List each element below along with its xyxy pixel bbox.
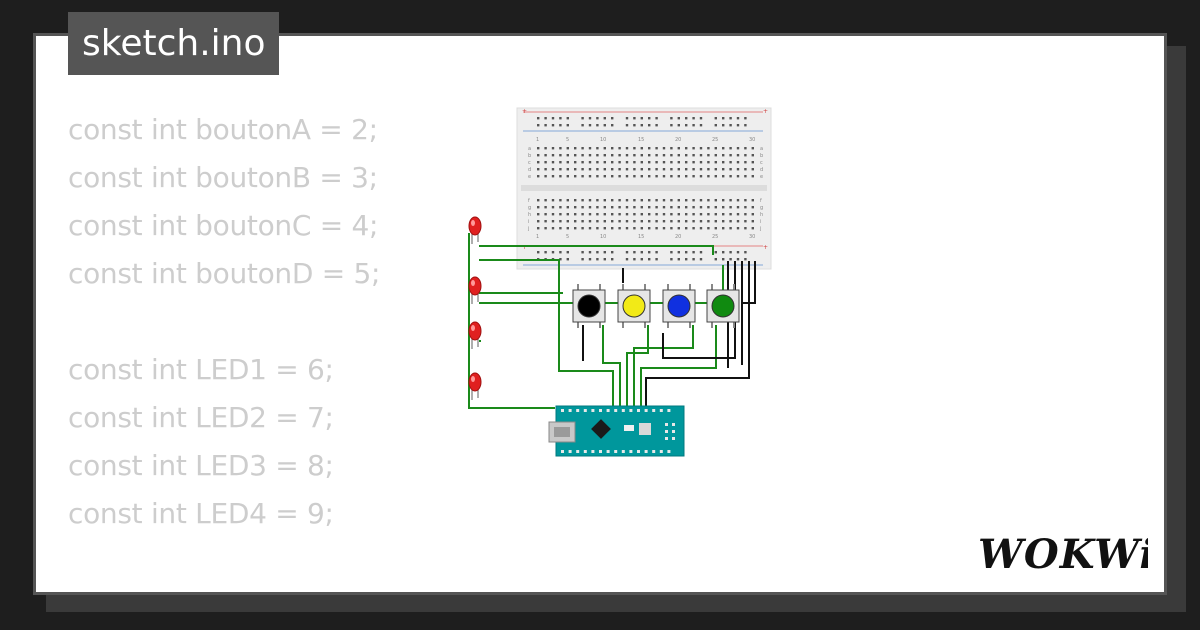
bb-col-label: 5 [566,137,569,143]
code-line: const int boutonC = 4; [68,209,379,242]
bb-col-label: 10 [600,234,606,240]
bb-col-label: 25 [712,137,718,143]
sketch-file-tab[interactable]: sketch.ino [68,12,280,75]
bb-row-label: a [760,146,763,152]
led[interactable] [468,372,482,400]
plus-icon: + [763,244,768,251]
plus-icon: + [522,244,527,251]
push-button[interactable] [617,284,651,328]
push-button[interactable] [706,284,740,328]
code-line: const int boutonD = 5; [68,257,381,290]
bb-col-label: 25 [712,234,718,240]
arduino-nano[interactable] [548,405,685,457]
bb-row-label: g [528,205,531,211]
push-button[interactable] [572,284,606,328]
bb-row-label: j [527,226,529,232]
code-preview: const int boutonA = 2; const int boutonB… [68,106,381,592]
breadboard[interactable]: 1 5 10 15 20 25 30 1 5 10 15 20 25 30 a … [516,107,772,270]
preview-card: const int boutonA = 2; const int boutonB… [33,33,1167,595]
bb-row-label: a [528,146,531,152]
bb-row-label: i [760,219,761,225]
bb-row-label: c [528,160,531,166]
bb-col-label: 1 [536,234,539,240]
bb-col-label: 20 [675,234,681,240]
led[interactable] [468,216,482,244]
bb-col-label: 20 [675,137,681,143]
bb-col-label: 5 [566,234,569,240]
bb-row-label: c [760,160,763,166]
bb-col-label: 1 [536,137,539,143]
code-line: const int LED2 = 7; [68,401,334,434]
circuit-diagram[interactable]: 1 5 10 15 20 25 30 1 5 10 15 20 25 30 a … [36,36,1167,595]
bb-row-label: f [528,198,530,204]
bb-col-label: 15 [638,137,644,143]
led[interactable] [468,321,482,349]
bb-col-label: 10 [600,137,606,143]
bb-row-label: d [528,167,531,173]
code-line: const int LED1 = 6; [68,353,334,386]
bb-row-label: g [760,205,763,211]
code-line: const int LED4 = 9; [68,497,334,530]
wires[interactable] [468,233,756,409]
bb-col-label: 30 [749,137,755,143]
wokwi-logo: WOKWi [978,531,1148,578]
bb-row-label: e [528,174,531,180]
plus-icon: + [763,108,768,115]
bb-row-label: b [528,153,531,159]
plus-icon: + [522,108,527,115]
bb-row-label: j [759,226,761,232]
wokwi-logo-text: WOKWi [978,531,1148,578]
bb-row-label: i [528,219,529,225]
bb-row-label: h [528,212,531,218]
bb-col-label: 15 [638,234,644,240]
sketch-file-name: sketch.ino [82,23,266,64]
push-button[interactable] [662,284,696,328]
bb-row-label: b [760,153,763,159]
bb-row-label: d [760,167,763,173]
bb-row-label: h [760,212,763,218]
bb-col-label: 30 [749,234,755,240]
code-line: const int boutonB = 3; [68,161,378,194]
bb-row-label: e [760,174,763,180]
code-line: const int boutonA = 2; [68,113,378,146]
code-line: const int LED3 = 8; [68,449,334,482]
led[interactable] [468,276,482,304]
bb-row-label: f [760,198,762,204]
